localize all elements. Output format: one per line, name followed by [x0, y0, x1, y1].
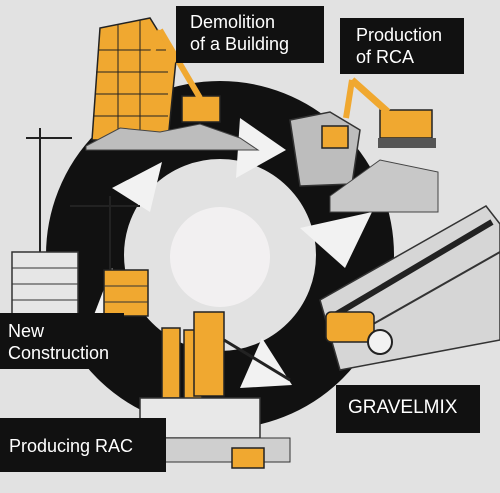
demolition-building-illustration	[85, 17, 260, 151]
cycle-arrow-gap-top	[236, 118, 286, 178]
rca-crusher-illustration	[289, 77, 439, 213]
new-construction-illustration	[11, 128, 149, 320]
cycle-arrow-gap-right	[300, 212, 372, 268]
cycle-hub	[170, 207, 270, 307]
label-producing-rac: Producing RAC	[0, 418, 166, 472]
label-demolition: Demolition of a Building	[176, 6, 324, 63]
cycle-arrow-gap-bottom	[240, 338, 292, 388]
gravelmix-conveyor-illustration	[319, 205, 500, 371]
label-production-rca: Production of RCA	[340, 18, 464, 74]
cycle-arrow-gap-upper-left	[112, 162, 162, 212]
label-new-construction: New Construction	[0, 313, 124, 369]
label-gravelmix: GRAVELMIX	[336, 385, 480, 433]
